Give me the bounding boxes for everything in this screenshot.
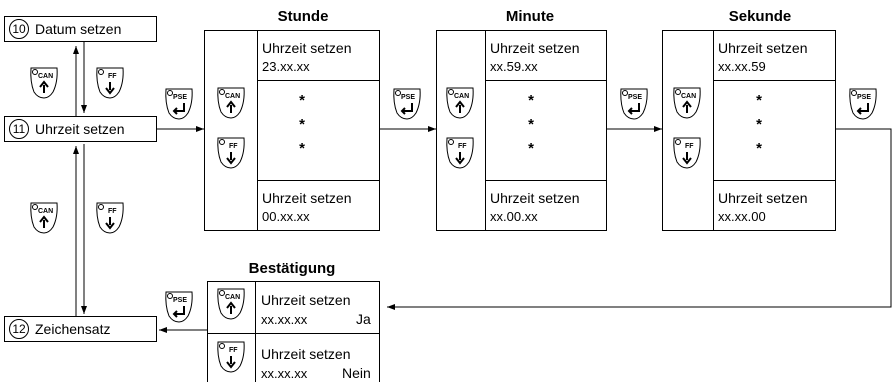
pse-key-icon[interactable]: PSE xyxy=(848,87,878,120)
can-key-icon[interactable]: CAN xyxy=(216,287,246,320)
nein-choice[interactable]: Nein xyxy=(342,365,371,381)
can-key-icon[interactable]: CAN xyxy=(672,86,702,119)
stunde-top-value: 23.xx.xx xyxy=(262,59,310,74)
menu-item-12[interactable]: 12 Zeichensatz xyxy=(4,316,157,342)
sekunde-star-2: * xyxy=(756,116,762,133)
sekunde-star-3: * xyxy=(756,140,762,157)
ff-key-label: FF xyxy=(229,347,238,354)
ff-key-label: FF xyxy=(458,143,467,150)
can-key-icon[interactable]: CAN xyxy=(29,66,59,99)
minute-star-1: * xyxy=(528,92,534,109)
stunde-top-label: Uhrzeit setzen xyxy=(262,40,352,56)
menu-item-10[interactable]: 10 Datum setzen xyxy=(4,16,157,42)
ff-key-label: FF xyxy=(685,143,694,150)
pse-key-icon[interactable]: PSE xyxy=(164,87,194,120)
pse-key-icon[interactable]: PSE xyxy=(164,290,194,323)
ja-choice[interactable]: Ja xyxy=(356,311,371,327)
sekunde-panel xyxy=(662,30,836,231)
can-key-icon[interactable]: CAN xyxy=(445,86,475,119)
minute-star-3: * xyxy=(528,140,534,157)
can-key-label: CAN xyxy=(38,73,54,80)
can-key-label: CAN xyxy=(454,93,470,100)
ff-key-icon[interactable]: FF xyxy=(216,136,246,169)
ja-value: xx.xx.xx xyxy=(261,312,308,327)
nein-label: Uhrzeit setzen xyxy=(261,346,351,362)
pse-key-label: PSE xyxy=(628,94,643,101)
ff-key-icon[interactable]: FF xyxy=(672,136,702,169)
can-key-label: CAN xyxy=(225,93,241,100)
menu-number-badge: 10 xyxy=(9,19,29,39)
sekunde-star-1: * xyxy=(756,92,762,109)
minute-panel xyxy=(436,30,607,231)
minute-top-label: Uhrzeit setzen xyxy=(490,40,580,56)
bestaetigung-title: Bestätigung xyxy=(248,260,336,277)
minute-bottom-label: Uhrzeit setzen xyxy=(490,190,580,206)
menu-label: Uhrzeit setzen xyxy=(35,121,125,137)
can-key-label: CAN xyxy=(225,294,241,301)
can-key-icon[interactable]: CAN xyxy=(29,201,59,234)
ja-label: Uhrzeit setzen xyxy=(261,292,351,308)
can-key-label: CAN xyxy=(38,208,54,215)
can-key-label: CAN xyxy=(681,93,697,100)
sekunde-bottom-label: Uhrzeit setzen xyxy=(718,190,808,206)
sekunde-top-value: xx.xx.59 xyxy=(718,59,766,74)
pse-key-icon[interactable]: PSE xyxy=(392,87,422,120)
stunde-panel xyxy=(204,30,380,231)
stunde-star-2: * xyxy=(299,116,305,133)
can-key-icon[interactable]: CAN xyxy=(216,86,246,119)
link-sekunde-to-bestaetigung xyxy=(387,128,892,310)
menu-number-badge: 12 xyxy=(9,319,29,339)
ff-key-icon[interactable]: FF xyxy=(216,340,246,373)
sekunde-top-label: Uhrzeit setzen xyxy=(718,40,808,56)
stunde-bottom-label: Uhrzeit setzen xyxy=(262,190,352,206)
stunde-star-1: * xyxy=(299,92,305,109)
sekunde-title: Sekunde xyxy=(728,8,792,25)
minute-star-2: * xyxy=(528,116,534,133)
ff-key-label: FF xyxy=(108,73,117,80)
ff-key-label: FF xyxy=(108,208,117,215)
stunde-title: Stunde xyxy=(277,8,329,25)
stunde-star-3: * xyxy=(299,140,305,157)
pse-key-label: PSE xyxy=(857,94,872,101)
menu-label: Zeichensatz xyxy=(35,321,111,337)
minute-top-value: xx.59.xx xyxy=(490,59,538,74)
ff-key-label: FF xyxy=(229,143,238,150)
menu-label: Datum setzen xyxy=(35,21,122,37)
ff-key-icon[interactable]: FF xyxy=(95,66,125,99)
ff-key-icon[interactable]: FF xyxy=(95,201,125,234)
ff-key-icon[interactable]: FF xyxy=(445,136,475,169)
pse-key-label: PSE xyxy=(173,297,188,304)
stunde-bottom-value: 00.xx.xx xyxy=(262,209,310,224)
minute-bottom-value: xx.00.xx xyxy=(490,209,538,224)
pse-key-label: PSE xyxy=(401,94,416,101)
pse-key-icon[interactable]: PSE xyxy=(619,87,649,120)
menu-number-badge: 11 xyxy=(9,119,29,139)
nein-value: xx.xx.xx xyxy=(261,366,308,381)
minute-title: Minute xyxy=(505,8,555,25)
pse-key-label: PSE xyxy=(173,94,188,101)
menu-item-11[interactable]: 11 Uhrzeit setzen xyxy=(4,116,157,142)
sekunde-bottom-value: xx.xx.00 xyxy=(718,209,766,224)
